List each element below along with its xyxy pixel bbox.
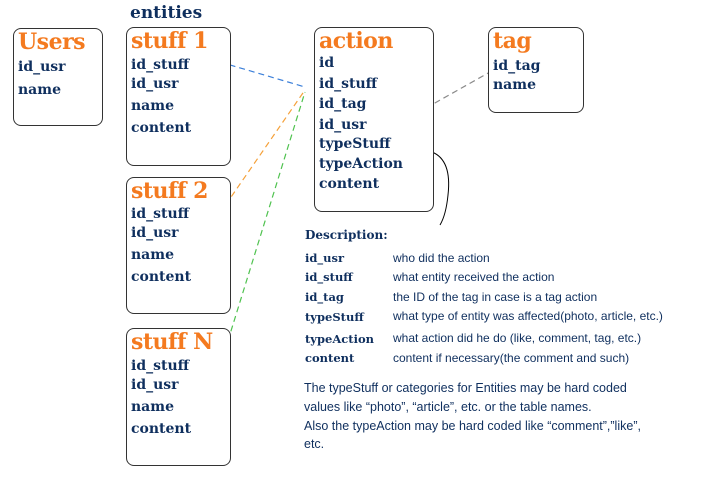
action-table-title: action [319, 28, 393, 54]
tag-field-id-tag: id_tag [493, 58, 541, 74]
stuff2-field-id-stuff: id_stuff [131, 206, 190, 222]
desc-text-id-tag: the ID of the tag in case is a tag actio… [393, 290, 598, 304]
stuff1-table-title: stuff 1 [131, 28, 208, 54]
desc-text-type-action: what action did he do (like, comment, ta… [393, 331, 642, 345]
note-line-3: Also the typeAction may be hard coded li… [304, 419, 641, 433]
users-field-name: name [18, 82, 61, 98]
desc-text-id-stuff: what entity received the action [393, 270, 555, 284]
stuff2-field-name: name [131, 247, 174, 263]
action-field-id-usr: id_usr [319, 117, 367, 133]
desc-field-content: content [305, 351, 355, 365]
stuffN-field-content: content [131, 421, 192, 437]
stuffN-field-id-stuff: id_stuff [131, 358, 190, 374]
action-field-id-tag: id_tag [319, 96, 367, 112]
action-field-id: id [319, 55, 335, 71]
stuff2-field-content: content [131, 269, 192, 285]
desc-text-type-stuff: what type of entity was affected(photo, … [393, 309, 663, 323]
desc-field-type-stuff: typeStuff [305, 310, 364, 324]
stuff1-field-name: name [131, 98, 174, 114]
tag-to-action-line [425, 71, 491, 109]
users-table-box: Users id_usr name [13, 28, 103, 126]
stuff2-to-action-line [219, 89, 306, 214]
stuff1-to-action-line [219, 61, 306, 88]
stuff2-table-box: stuff 2 id_stuff id_usr name content [126, 177, 231, 314]
description-heading: Description: [305, 228, 388, 242]
stuffN-field-id-usr: id_usr [131, 377, 179, 393]
stuff1-field-id-usr: id_usr [131, 76, 179, 92]
stuff1-field-content: content [131, 120, 192, 136]
stuffN-table-title: stuff N [131, 329, 213, 355]
stuff1-field-id-stuff: id_stuff [131, 57, 190, 73]
note-line-4: etc. [304, 437, 325, 451]
action-field-type-action: typeAction [319, 156, 403, 172]
stuff2-field-id-usr: id_usr [131, 225, 179, 241]
action-field-id-stuff: id_stuff [319, 76, 378, 92]
tag-table-title: tag [493, 28, 532, 54]
desc-text-content: content if necessary(the comment and suc… [393, 351, 630, 365]
action-field-content: content [319, 176, 380, 192]
tag-table-box: tag id_tag name [488, 27, 584, 113]
desc-text-id-usr: who did the action [393, 251, 490, 265]
action-field-type-stuff: typeStuff [319, 136, 391, 152]
desc-field-id-usr: id_usr [305, 251, 345, 265]
stuff2-table-title: stuff 2 [131, 178, 208, 204]
desc-field-id-stuff: id_stuff [305, 270, 353, 284]
note-line-2: values like “photo”, “article”, etc. or … [304, 400, 592, 414]
stuffN-to-action-line [221, 91, 306, 361]
stuffN-table-box: stuff N id_stuff id_usr name content [126, 328, 231, 466]
stuff1-table-box: stuff 1 id_stuff id_usr name content [126, 27, 231, 166]
users-field-id-usr: id_usr [18, 59, 66, 75]
tag-field-name: name [493, 77, 536, 93]
desc-field-id-tag: id_tag [305, 290, 344, 304]
stuffN-field-name: name [131, 399, 174, 415]
desc-field-type-action: typeAction [305, 332, 374, 346]
users-table-title: Users [18, 29, 86, 55]
entities-label: entities [130, 3, 203, 23]
action-to-description-bracket [431, 151, 450, 226]
action-table-box: action id id_stuff id_tag id_usr typeStu… [314, 27, 434, 212]
note-line-1: The typeStuff or categories for Entities… [304, 381, 627, 395]
